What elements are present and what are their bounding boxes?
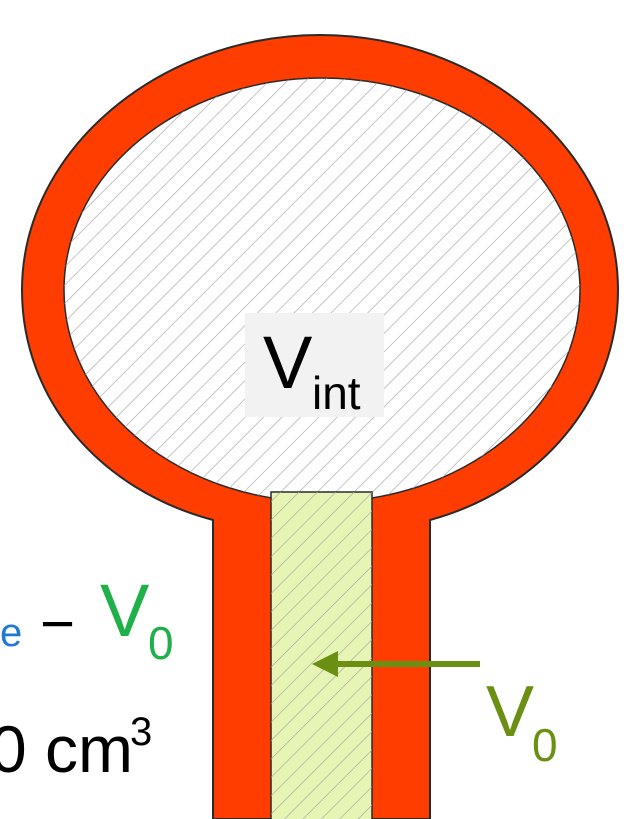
equation-v0-subscript: 0: [148, 617, 174, 669]
stem-channel-hatch: [271, 492, 372, 819]
equation-volume-value: 0 cm: [0, 712, 134, 786]
internal-volume-hatch: [64, 78, 580, 502]
vint-label-box: [245, 313, 384, 417]
equation-minus: −: [40, 590, 76, 657]
v0-label-subscript: 0: [532, 719, 558, 771]
equation-v0-main: V: [100, 569, 150, 652]
equation-fragment-e: e: [0, 611, 23, 655]
vint-label-subscript: int: [312, 367, 361, 419]
v0-label-main: V: [486, 672, 535, 752]
vint-label-main: V: [263, 321, 313, 404]
v0-arrowhead: [312, 651, 338, 677]
equation-volume-exponent: 3: [130, 710, 153, 754]
